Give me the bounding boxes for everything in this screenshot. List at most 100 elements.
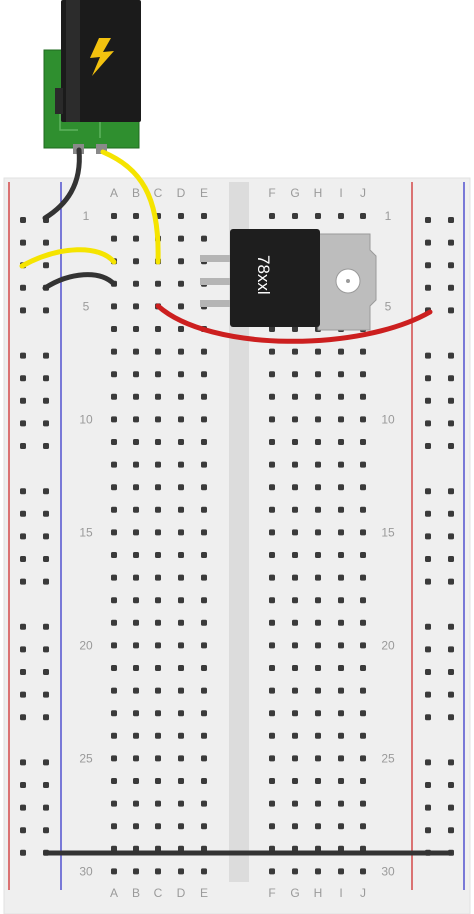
rail-hole-right-3-21 <box>448 759 454 766</box>
hole-h16 <box>315 552 321 558</box>
hole-f20 <box>269 642 275 649</box>
hole-j27 <box>360 800 366 807</box>
hole-b23 <box>133 710 139 717</box>
rail-hole-left-0-24 <box>20 827 26 834</box>
regulator-leg-2 <box>200 278 232 285</box>
hole-c16 <box>155 552 161 558</box>
hole-f28 <box>269 823 275 830</box>
rail-hole-left-1-24 <box>43 827 49 834</box>
hole-c29 <box>155 845 161 852</box>
hole-a5 <box>111 303 117 310</box>
rail-hole-left-1-17 <box>43 646 49 653</box>
hole-b29 <box>133 845 139 852</box>
rail-hole-left-1-16 <box>43 623 49 630</box>
hole-d17 <box>178 574 184 581</box>
hole-j7 <box>360 348 366 355</box>
hole-i8 <box>338 371 344 378</box>
hole-h26 <box>315 778 321 784</box>
hole-b4 <box>133 280 139 287</box>
hole-d28 <box>178 823 184 830</box>
hole-d6 <box>178 326 184 332</box>
hole-a15 <box>111 529 117 536</box>
hole-b24 <box>133 732 139 739</box>
rail-hole-left-1-23 <box>43 804 49 811</box>
row-label-left-25: 25 <box>79 751 93 765</box>
hole-c21 <box>155 665 161 671</box>
rail-hole-right-3-14 <box>448 556 454 562</box>
hole-h14 <box>315 506 321 513</box>
hole-c9 <box>155 393 161 400</box>
hole-j23 <box>360 710 366 717</box>
rail-hole-right-2-10 <box>425 443 431 449</box>
hole-c30 <box>155 868 161 875</box>
hole-e19 <box>201 619 207 626</box>
hole-c20 <box>155 642 161 649</box>
hole-b30 <box>133 868 139 875</box>
rail-hole-left-0-7 <box>20 375 26 382</box>
hole-b22 <box>133 687 139 694</box>
hole-c23 <box>155 710 161 717</box>
regulator-leg-1 <box>200 255 232 262</box>
hole-h24 <box>315 732 321 739</box>
hole-j18 <box>360 597 366 604</box>
hole-i1 <box>338 213 344 219</box>
hole-d7 <box>178 348 184 355</box>
rail-hole-right-2-21 <box>425 759 431 766</box>
hole-j30 <box>360 868 366 875</box>
rail-hole-right-3-12 <box>448 510 454 517</box>
hole-f12 <box>269 461 275 468</box>
hole-f27 <box>269 800 275 807</box>
hole-d18 <box>178 597 184 604</box>
rail-hole-right-2-12 <box>425 510 431 517</box>
rail-hole-left-1-15 <box>43 578 49 585</box>
hole-h25 <box>315 755 321 762</box>
voltage-regulator: 78xxl <box>200 229 377 331</box>
hole-e17 <box>201 574 207 581</box>
hole-d14 <box>178 506 184 513</box>
hole-i12 <box>338 461 344 468</box>
rail-hole-left-0-18 <box>20 669 26 675</box>
hole-i7 <box>338 348 344 355</box>
hole-e20 <box>201 642 207 649</box>
column-label-bottom-e: E <box>200 886 208 900</box>
hole-c19 <box>155 619 161 626</box>
rail-hole-left-1-19 <box>43 691 49 698</box>
hole-e26 <box>201 778 207 784</box>
hole-f13 <box>269 484 275 491</box>
hole-d24 <box>178 732 184 739</box>
hole-d16 <box>178 552 184 558</box>
hole-b20 <box>133 642 139 649</box>
hole-d11 <box>178 439 184 445</box>
column-label-top-a: A <box>110 186 118 200</box>
hole-e13 <box>201 484 207 491</box>
hole-a27 <box>111 800 117 807</box>
hole-g27 <box>292 800 298 807</box>
rail-hole-right-3-13 <box>448 533 454 540</box>
rail-hole-left-1-10 <box>43 443 49 449</box>
wire-rail-to-a3 <box>19 247 117 269</box>
rail-hole-left-1-5 <box>43 307 49 314</box>
hole-h18 <box>315 597 321 604</box>
wire-c5-to-right-rail <box>155 303 433 344</box>
hole-i10 <box>338 416 344 423</box>
rail-hole-right-2-7 <box>425 375 431 382</box>
column-label-bottom-g: G <box>290 886 299 900</box>
hole-i20 <box>338 642 344 649</box>
rail-hole-right-3-6 <box>448 352 454 359</box>
hole-j25 <box>360 755 366 762</box>
rail-hole-left-0-25 <box>20 849 26 856</box>
rail-hole-left-0-23 <box>20 804 26 811</box>
hole-a21 <box>111 665 117 671</box>
rail-hole-right-2-17 <box>425 646 431 653</box>
power-jack-pin-right <box>96 144 107 154</box>
hole-c11 <box>155 439 161 445</box>
rail-hole-left-0-17 <box>20 646 26 653</box>
center-channel <box>229 182 249 882</box>
rail-hole-right-2-19 <box>425 691 431 698</box>
rail-hole-right-2-24 <box>425 827 431 834</box>
hole-g26 <box>292 778 298 784</box>
row-label-right-5: 5 <box>385 299 392 313</box>
rail-hole-left-1-8 <box>43 397 49 404</box>
hole-g25 <box>292 755 298 762</box>
